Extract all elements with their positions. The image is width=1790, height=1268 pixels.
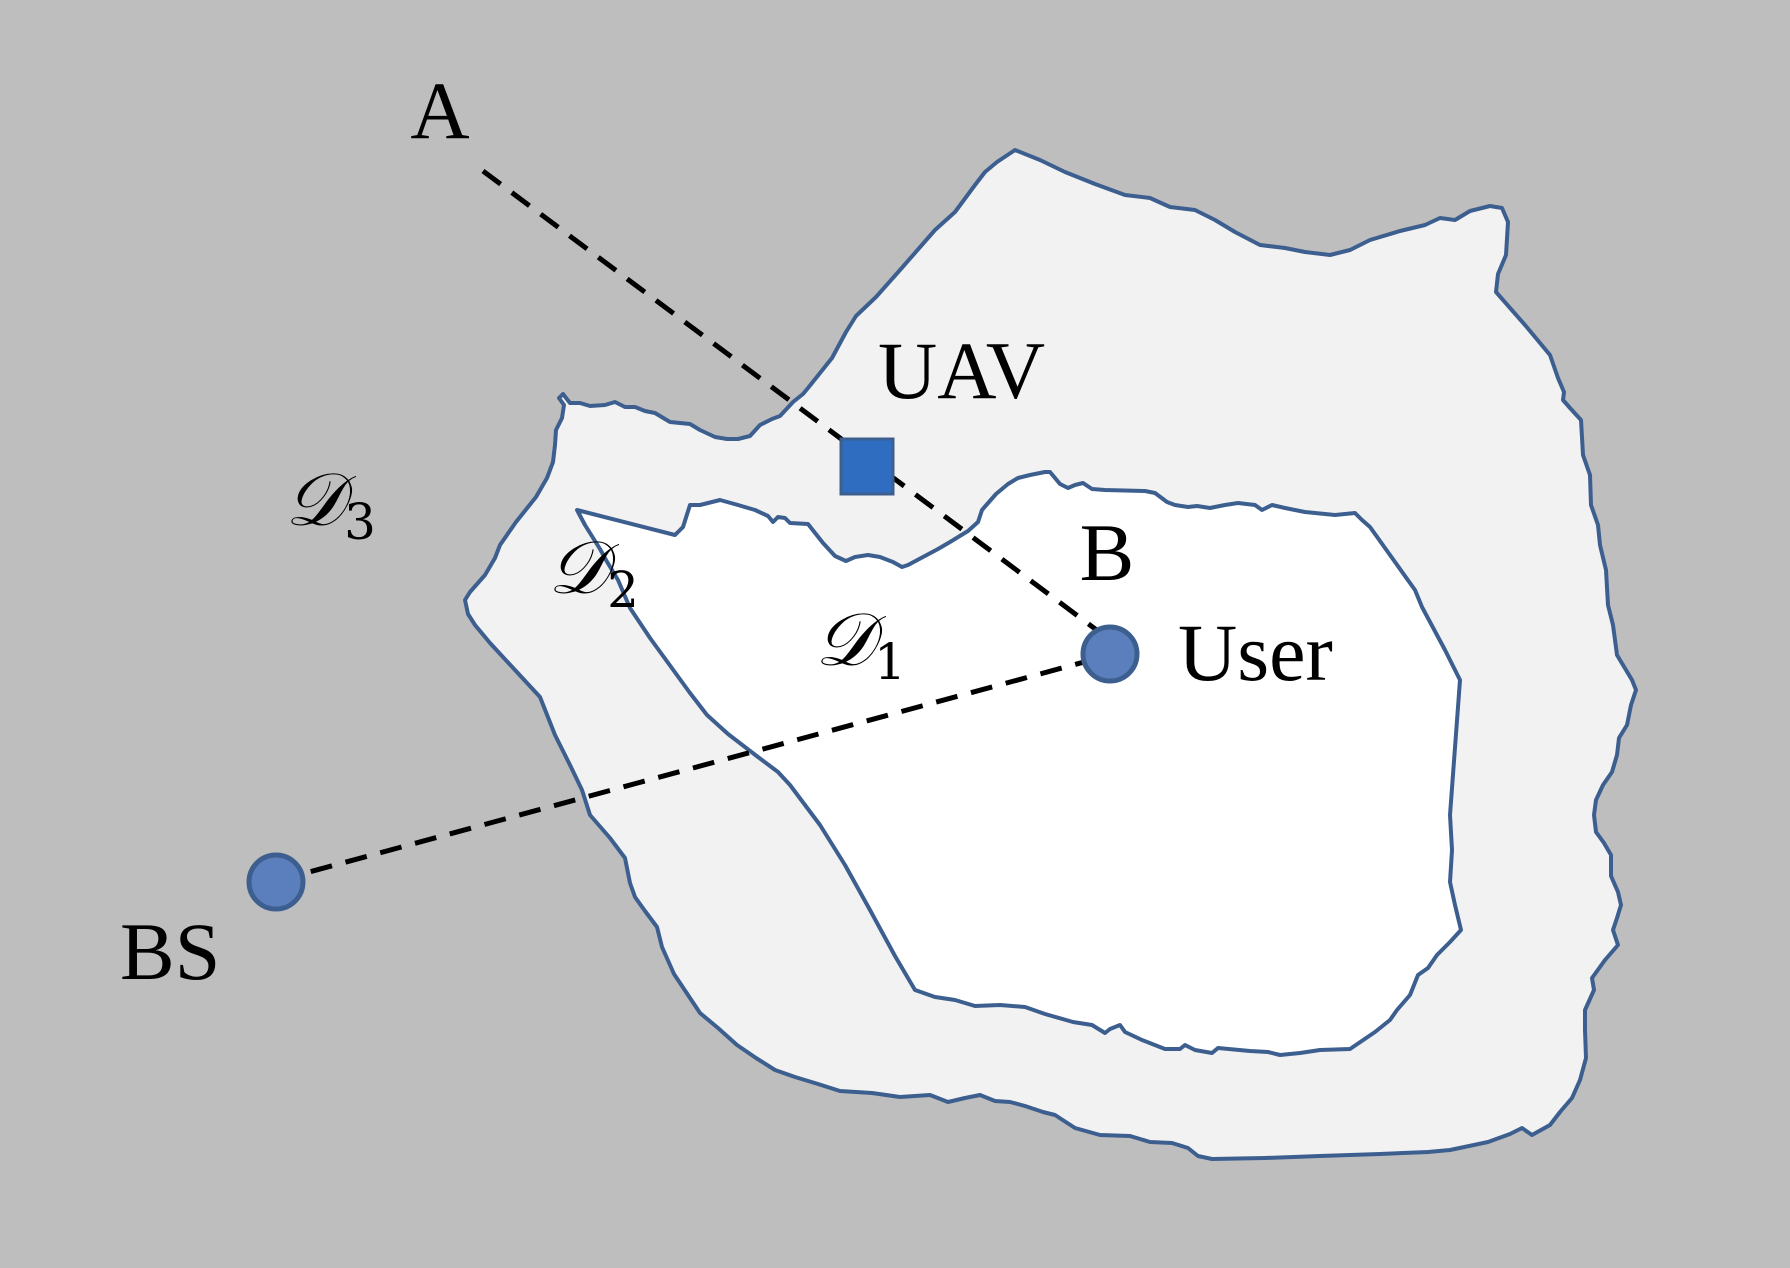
region-d1-label: 𝒟1: [815, 597, 906, 691]
user-node: [1080, 624, 1140, 684]
region-d1-subscript: 1: [874, 633, 906, 691]
uav-marker: [839, 437, 895, 496]
region-d2-subscript: 2: [607, 561, 639, 619]
region-d1-boundary: [575, 470, 1463, 1057]
bs-node: [246, 852, 306, 912]
uav-label: UAV: [878, 325, 1045, 416]
link-bs-to-user: [275, 652, 1111, 884]
point-b-label: B: [1080, 507, 1135, 598]
link-a-to-user: [481, 168, 1112, 643]
region-d3-subscript: 3: [344, 493, 376, 551]
region-d3-label: 𝒟3: [285, 457, 376, 551]
user-label: User: [1178, 607, 1333, 698]
bs-label: BS: [120, 906, 220, 997]
point-a-label: A: [410, 65, 469, 156]
